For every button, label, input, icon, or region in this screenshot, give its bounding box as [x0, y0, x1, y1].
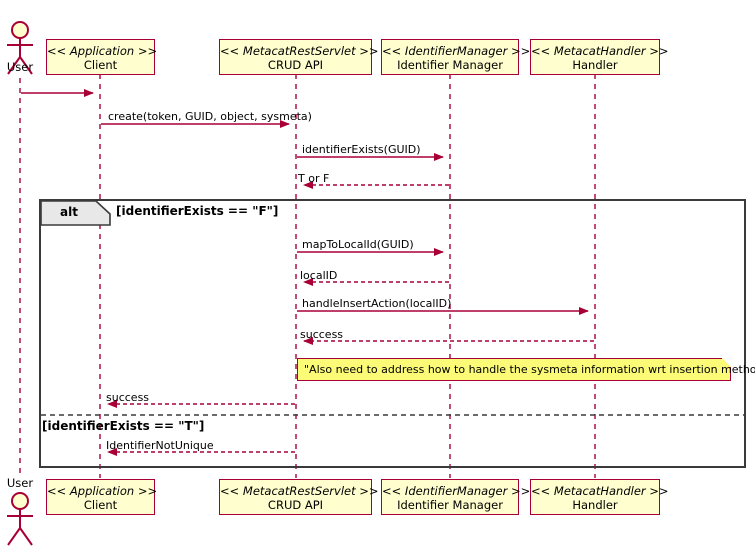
participant-crud-stereotype: << MetacatRestServlet >> [220, 44, 379, 58]
participant-crud-top[interactable]: << MetacatRestServlet >> CRUD API [219, 39, 379, 75]
participant-idmgr-top[interactable]: << IdentifierManager >> Identifier Manag… [381, 39, 531, 75]
message-label-t-or-f: T or F [298, 172, 330, 185]
participant-client-top[interactable]: << Application >> Client [46, 39, 158, 75]
participant-client-name: Client [83, 58, 118, 73]
message-label-success-client: success [106, 391, 150, 404]
participant-idmgr-name: Identifier Manager [397, 58, 503, 73]
actor-user-top [7, 21, 33, 75]
participant-crud-stereotype-bottom: << MetacatRestServlet >> [220, 484, 379, 498]
participant-crud-name: CRUD API [267, 58, 324, 73]
message-arrows [21, 89, 594, 456]
participant-client-stereotype-bottom: << Application >> [47, 484, 158, 498]
alt-guard-1: [identifierExists == "F"] [116, 204, 279, 218]
message-label-localid: localID [300, 269, 338, 282]
participant-crud-name-bottom: CRUD API [267, 498, 324, 513]
participant-client-name-bottom: Client [83, 498, 118, 513]
participant-handler-bottom[interactable]: << MetacatHandler >> Handler [530, 479, 669, 515]
actor-label-user-top: User [6, 60, 34, 74]
actor-label-user-bottom: User [6, 476, 34, 490]
message-label-create: create(token, GUID, object, sysmeta) [108, 110, 312, 123]
participant-idmgr-stereotype: << IdentifierManager >> [382, 44, 531, 58]
participant-idmgr-stereotype-bottom: << IdentifierManager >> [382, 484, 531, 498]
participant-handler-name-bottom: Handler [572, 498, 618, 513]
participant-handler-name: Handler [572, 58, 618, 73]
participant-idmgr-bottom[interactable]: << IdentifierManager >> Identifier Manag… [381, 479, 531, 515]
message-label-mapToLocalId: mapToLocalId(GUID) [302, 238, 414, 251]
message-label-success-handler: success [300, 328, 344, 341]
alt-guard-2: [identifierExists == "T"] [42, 419, 205, 433]
participant-client-bottom[interactable]: << Application >> Client [46, 479, 158, 515]
note-folded-corner-icon [722, 358, 731, 367]
participant-handler-stereotype-bottom: << MetacatHandler >> [531, 484, 669, 498]
participant-handler-top[interactable]: << MetacatHandler >> Handler [530, 39, 669, 75]
message-label-identifierExists: identifierExists(GUID) [302, 143, 421, 156]
alt-fragment-frame [39, 199, 746, 468]
alt-operator-label: alt [60, 205, 78, 219]
lifelines [19, 74, 596, 478]
note-sysmeta: "Also need to address how to handle the … [297, 358, 755, 381]
participant-client-stereotype: << Application >> [47, 44, 158, 58]
actor-user-bottom [7, 492, 33, 546]
message-label-handleInsertAction: handleInsertAction(localID) [302, 297, 452, 310]
message-label-identifierNotUnique: IdentifierNotUnique [106, 439, 214, 452]
participant-handler-stereotype: << MetacatHandler >> [531, 44, 669, 58]
participant-idmgr-name-bottom: Identifier Manager [397, 498, 503, 513]
participant-crud-bottom[interactable]: << MetacatRestServlet >> CRUD API [219, 479, 379, 515]
